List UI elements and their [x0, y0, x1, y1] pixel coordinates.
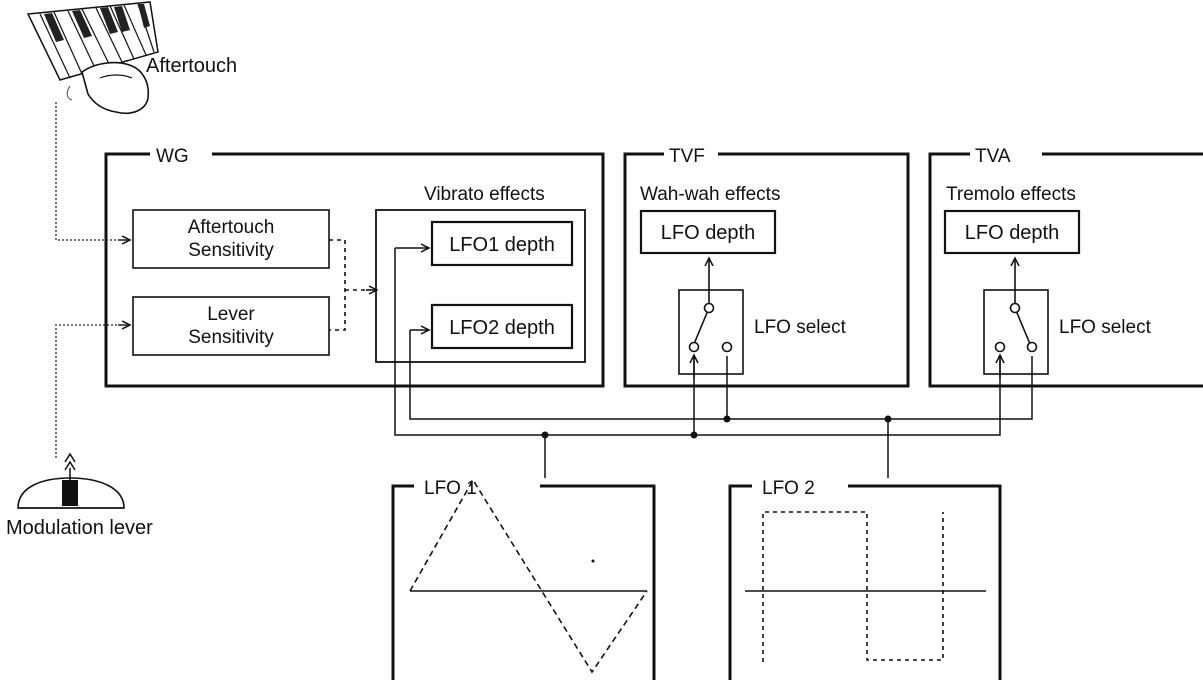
tvf-lfo-select-label: LFO select	[754, 317, 847, 338]
tva-title: TVA	[975, 146, 1011, 167]
tremolo-effects-label: Tremolo effects	[946, 184, 1076, 205]
aftertouch-sensitivity-line1: Aftertouch	[188, 217, 275, 238]
lfo2-title: LFO 2	[762, 478, 815, 499]
lfo1-waveform	[410, 480, 647, 672]
tva-lfo-select-box	[984, 290, 1048, 374]
modulation-lever-icon	[18, 454, 124, 508]
aftertouch-label: Aftertouch	[146, 55, 237, 77]
lfo1-depth-label: LFO1 depth	[449, 234, 555, 256]
aftertouch-sensitivity-line2: Sensitivity	[188, 240, 274, 261]
vibrato-effects-label: Vibrato effects	[424, 184, 545, 205]
modulation-lever-label: Modulation lever	[6, 517, 153, 539]
lever-sensitivity-line2: Sensitivity	[188, 327, 274, 348]
tvf-title: TVF	[669, 146, 705, 167]
lever-sensitivity-line1: Lever	[207, 304, 255, 325]
tva-lfo-depth-label: LFO depth	[965, 222, 1060, 244]
sensitivity-connectors	[329, 240, 368, 330]
tva-lfo-select-label: LFO select	[1059, 317, 1152, 338]
tvf-lfo-select-box	[679, 290, 743, 374]
keyboard-icon	[28, 2, 158, 113]
lfo2-depth-label: LFO2 depth	[449, 317, 555, 339]
lfo1-block	[393, 486, 654, 680]
lfo2-block	[730, 486, 1000, 680]
wg-title: WG	[156, 146, 189, 167]
lfo2-waveform	[745, 512, 986, 662]
wah-wah-effects-label: Wah-wah effects	[640, 184, 780, 205]
tvf-lfo-depth-label: LFO depth	[661, 222, 756, 244]
input-arrows	[118, 240, 130, 325]
lfo1-title: LFO 1	[424, 478, 477, 499]
